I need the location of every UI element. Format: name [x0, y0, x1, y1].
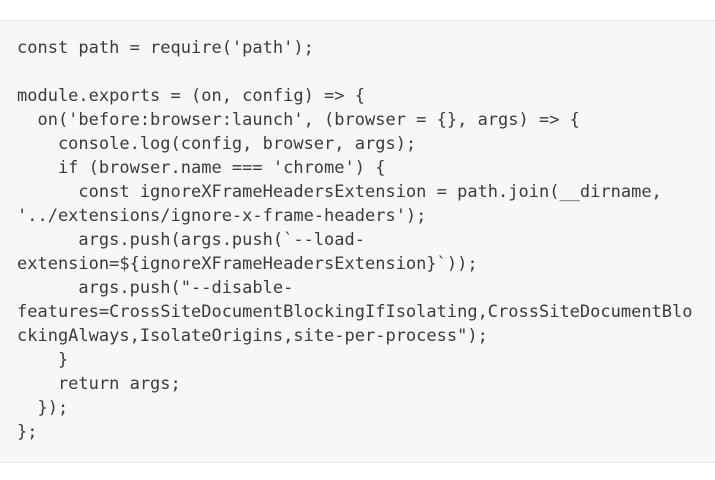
code-content: const path = require('path'); module.exp… [17, 38, 693, 442]
code-block: const path = require('path'); module.exp… [0, 20, 715, 463]
